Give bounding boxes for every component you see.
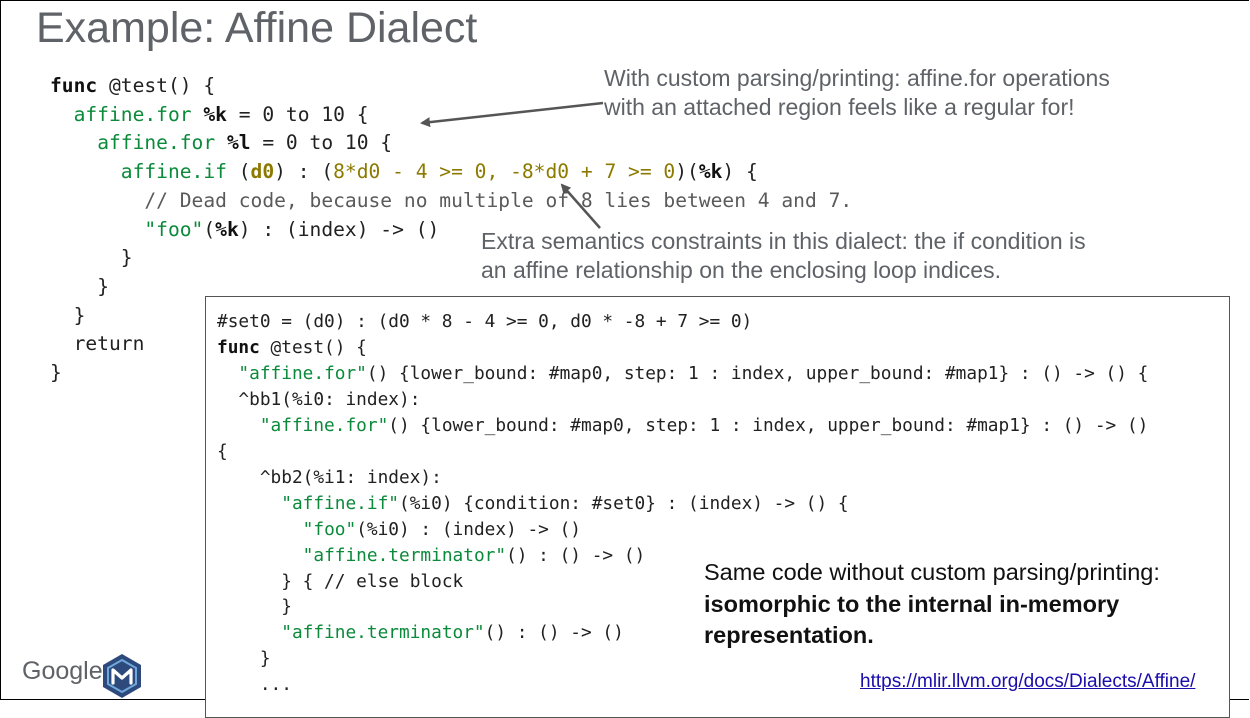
- code-line: ...: [217, 672, 1148, 698]
- semantics-annotation: Extra semantics constraints in this dial…: [481, 227, 1086, 285]
- generic-syntax-code: #set0 = (d0) : (d0 * 8 - 4 >= 0, d0 * -8…: [217, 309, 1148, 698]
- code-text: () {lower_bound: #map0, step: 1 : index,…: [388, 414, 1149, 436]
- custom-syntax-code: func @test() { affine.for %k = 0 to 10 {…: [50, 72, 852, 388]
- code-text: = 0 to 10 {: [250, 131, 393, 155]
- code-text: }: [97, 274, 109, 298]
- summary-bold-line: isomorphic to the internal in-memory: [704, 590, 1120, 617]
- arrow-to-affine-condition: [560, 183, 601, 229]
- code-text: (%i0) {condition: #set0} : (index) -> ()…: [399, 492, 849, 514]
- code-line: "foo"(%i0) : (index) -> (): [217, 517, 1148, 543]
- code-line: affine.if (d0) : (8*d0 - 4 >= 0, -8*d0 +…: [50, 158, 852, 187]
- arrow-to-affine-for: [420, 101, 604, 128]
- code-text: (: [226, 160, 251, 184]
- google-logo: Google: [22, 657, 103, 685]
- code-line: return: [50, 330, 852, 359]
- string-affine-for: "affine.for": [238, 362, 367, 384]
- code-line: ^bb1(%i0: index):: [217, 387, 1148, 413]
- affine-condition: 8*d0 - 4 >= 0, -8*d0 + 7 >= 0: [333, 160, 676, 184]
- summary-bold-line: representation.: [704, 622, 874, 648]
- code-text: }: [259, 648, 271, 670]
- code-line: } { // else block: [217, 569, 1148, 595]
- var-k: %k: [698, 160, 723, 184]
- annotation-line: an affine relationship on the enclosing …: [481, 257, 1001, 283]
- code-line: "affine.terminator"() : () -> (): [217, 543, 1148, 569]
- annotation-line: with an attached region feels like a reg…: [604, 94, 1075, 120]
- code-line: }: [50, 273, 852, 302]
- code-text: () {lower_bound: #map0, step: 1 : index,…: [366, 362, 1149, 384]
- code-line: "affine.for"() {lower_bound: #map0, step…: [217, 413, 1149, 439]
- string-affine-terminator: "affine.terminator": [302, 544, 507, 566]
- op-affine-for: affine.for: [73, 102, 192, 126]
- affine-docs-link[interactable]: https://mlir.llvm.org/docs/Dialects/Affi…: [860, 671, 1196, 692]
- code-text: (%i0) : (index) -> (): [356, 518, 581, 540]
- code-text: } { // else block: [281, 570, 464, 592]
- code-text: }: [50, 361, 62, 385]
- code-text: }: [120, 246, 133, 270]
- mlir-hexagon-icon: [103, 654, 141, 698]
- code-line: "affine.terminator"() : () -> (): [217, 620, 1148, 646]
- code-line: }: [50, 302, 852, 331]
- string-affine-if: "affine.if": [281, 492, 399, 514]
- code-text: ) {: [722, 160, 758, 184]
- generic-syntax-box: [205, 296, 1230, 718]
- var-k: %k: [215, 217, 239, 241]
- code-text: () : () -> (): [506, 544, 646, 566]
- code-text: (: [203, 217, 216, 241]
- code-text: @test() {: [259, 336, 367, 358]
- op-affine-for: affine.for: [97, 131, 216, 155]
- string-foo: "foo": [302, 518, 357, 540]
- code-text: }: [73, 303, 86, 327]
- code-line: }: [217, 594, 1148, 620]
- code-text: )(: [675, 160, 699, 184]
- parsing-annotation: With custom parsing/printing: affine.for…: [604, 64, 1110, 122]
- code-text: @test() {: [97, 74, 216, 97]
- code-line: // Dead code, because no multiple of 8 l…: [50, 187, 852, 216]
- code-line: }: [50, 359, 852, 388]
- code-text: }: [281, 596, 292, 618]
- code-text: ^bb2(%i1: index):: [259, 466, 442, 488]
- code-line: "affine.if"(%i0) {condition: #set0} : (i…: [217, 491, 1148, 517]
- code-line: "foo"(%k) : (index) -> (): [50, 216, 852, 245]
- code-line: func @test() {: [50, 72, 852, 101]
- keyword-func: func: [217, 336, 260, 358]
- code-text: {: [217, 440, 228, 462]
- keyword-func: func: [50, 74, 98, 97]
- annotation-line: With custom parsing/printing: affine.for…: [604, 65, 1110, 91]
- var-k: %k: [203, 102, 227, 126]
- string-affine-for: "affine.for": [259, 414, 389, 436]
- code-text: ) : (index) -> (): [238, 217, 440, 241]
- annotation-arrows: [420, 101, 604, 229]
- code-text: ...: [259, 674, 292, 696]
- code-line: func @test() {: [217, 335, 1148, 361]
- code-line: affine.for %k = 0 to 10 {: [50, 101, 852, 130]
- code-text: = 0 to 10 {: [226, 102, 369, 126]
- code-line: ^bb2(%i1: index):: [217, 465, 1148, 491]
- code-line: "affine.for"() {lower_bound: #map0, step…: [217, 361, 1148, 387]
- op-affine-if: affine.if: [120, 160, 227, 184]
- code-text: ^bb1(%i0: index):: [238, 388, 421, 410]
- code-line: affine.for %l = 0 to 10 {: [50, 129, 852, 158]
- var-l: %l: [226, 131, 251, 155]
- code-comment: // Dead code, because no multiple of 8 l…: [144, 188, 853, 212]
- annotation-line: Extra semantics constraints in this dial…: [481, 228, 1086, 254]
- summary-line: Same code without custom parsing/printin…: [704, 559, 1160, 585]
- string-affine-terminator: "affine.terminator": [281, 622, 485, 644]
- code-line: }: [50, 244, 852, 273]
- code-line: {: [217, 439, 1148, 465]
- code-text: () : () -> (): [484, 622, 624, 644]
- code-line: }: [217, 646, 1148, 672]
- string-foo: "foo": [144, 217, 204, 241]
- dim-d0: d0: [250, 160, 275, 184]
- slide-title: Example: Affine Dialect: [36, 4, 478, 52]
- code-text: ) : (: [274, 160, 334, 184]
- code-line: #set0 = (d0) : (d0 * 8 - 4 >= 0, d0 * -8…: [217, 311, 753, 332]
- summary-text: Same code without custom parsing/printin…: [704, 557, 1160, 652]
- code-text: return: [73, 332, 145, 356]
